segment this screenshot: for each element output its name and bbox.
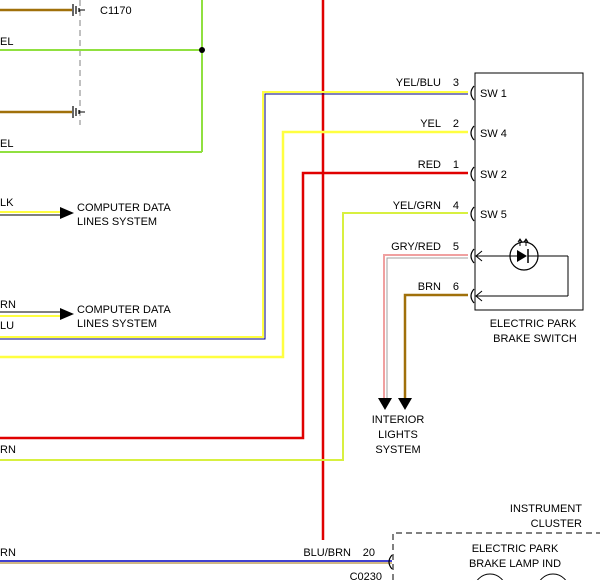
arrow-right-icon [60,207,74,219]
left-wire-label-2: EL [0,138,13,150]
arrow-left-icon [475,290,483,302]
left-wire-label-6: RN [0,444,16,456]
dest-interior-line2: LIGHTS [378,429,418,441]
lamp-icon-2 [539,573,567,580]
wire-yel-blu-b [0,93,468,340]
left-wire-label-5: LU [0,320,14,332]
cluster-wire-label: BLU/BRN [303,547,351,559]
pin4-num: 4 [453,200,459,212]
switch-name-line2: BRAKE SWITCH [493,333,577,345]
pin-cup-icon [470,248,475,264]
pin3-num: 3 [453,77,459,89]
led-ray-arrow-2 [523,238,529,243]
left-wire-label-7: RN [0,547,16,559]
cluster-title-line1: INSTRUMENT [510,503,582,515]
cluster-indicator-line2: BRAKE LAMP IND [469,558,561,570]
connector-pin-icon [72,4,80,16]
cluster-indicator-line1: ELECTRIC PARK [472,543,559,555]
arrow-down-icon-2 [398,398,412,410]
dest-computer-data-2-line1: COMPUTER DATA [77,304,171,316]
led-ray-arrow-1 [517,238,523,243]
pin-cup-icon [470,206,475,222]
pin2-num: 2 [453,118,459,130]
sw1-label: SW 1 [480,88,507,100]
wire-yel-blu-a [0,91,468,338]
pin5-wire: GRY/RED [391,241,441,253]
dest-interior-line3: SYSTEM [375,444,420,456]
dest-computer-data-1-line1: COMPUTER DATA [77,202,171,214]
pin1-num: 1 [453,159,459,171]
wire-yel [0,130,468,359]
arrow-right-icon-2 [60,308,74,320]
sw2-label: SW 2 [480,169,507,181]
connector-top-label: C1170 [100,5,132,17]
arrow-down-icon [378,398,392,410]
wire-gry-red-a [383,254,468,400]
cluster-pin-number: 20 [363,547,375,559]
dest-interior-line1: INTERIOR [372,414,425,426]
pin1-wire: RED [418,159,441,171]
pin-cup-icon [470,288,475,304]
pin-cup-icon [470,166,475,182]
pin6-wire: BRN [418,281,441,293]
wire-gry-red-b [386,257,468,400]
dest-computer-data-2-line2: LINES SYSTEM [77,318,157,330]
pin4-wire: YEL/GRN [393,200,441,212]
wire-yel-grn [0,212,468,461]
switch-name-line1: ELECTRIC PARK [490,318,577,330]
cluster-title-line2: CLUSTER [531,518,582,530]
cluster-box-dashed [392,532,600,580]
connector-bottom-label: C0230 [350,571,382,580]
sw5-label: SW 5 [480,209,507,221]
switch-box [474,72,584,311]
lamp-icon-1 [476,573,504,580]
left-wire-label-3: LK [0,197,14,209]
pin-cup-icon-cluster [388,554,393,570]
wire-red [0,171,468,440]
left-wire-label-1: EL [0,36,13,48]
pin-cup-icon [470,85,475,101]
pin2-wire: YEL [420,118,441,130]
pin5-num: 5 [453,241,459,253]
pin3-wire: YEL/BLU [396,77,441,89]
pin6-num: 6 [453,281,459,293]
sw4-label: SW 4 [480,128,507,140]
splice-dot [199,47,205,53]
arrow-left-icon [475,250,483,262]
pin-cup-icon [470,125,475,141]
led-diode-triangle [517,250,527,262]
wire-brn [403,293,468,400]
connector-pin-icon-2 [72,106,80,118]
dest-computer-data-1-line2: LINES SYSTEM [77,216,157,228]
left-wire-label-4: RN [0,299,16,311]
